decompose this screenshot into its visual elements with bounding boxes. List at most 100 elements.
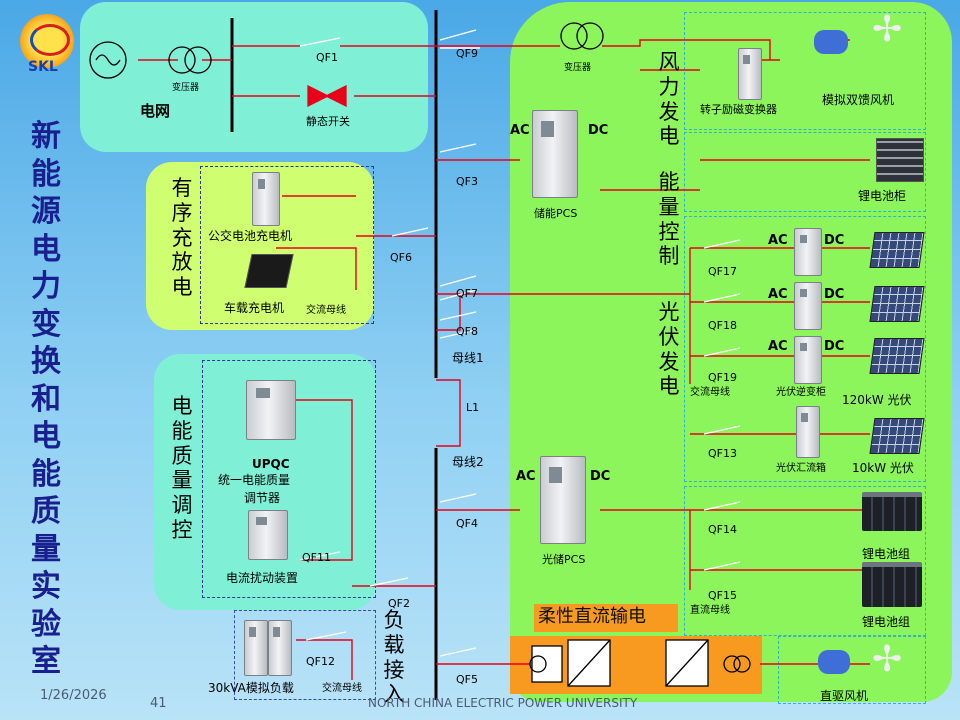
pv-dc-3: DC xyxy=(824,339,845,354)
battery1-label: 锂电池组 xyxy=(862,547,911,561)
battery-cabinet-image xyxy=(876,138,924,182)
wind-turbine-icon: ✢ xyxy=(872,9,903,50)
pv-label: 光伏发电 xyxy=(658,300,680,399)
qf2-label[interactable]: QF2 xyxy=(388,597,410,610)
converter-label: 转子励磁变换器 xyxy=(700,103,777,116)
ev-charger-label: 车载充电机 xyxy=(224,301,285,315)
l1-label: L1 xyxy=(466,401,480,414)
solar-panel-1 xyxy=(869,232,925,268)
disturbance-label: 电流扰动装置 xyxy=(226,571,299,585)
footer-date: 1/26/2026 xyxy=(40,688,107,703)
qf6-label[interactable]: QF6 xyxy=(390,251,412,264)
power-quality-box xyxy=(202,360,376,598)
upqc-image xyxy=(246,380,296,440)
battery2-label: 锂电池组 xyxy=(862,615,911,629)
ev-charger-image xyxy=(244,254,294,288)
qf1-label[interactable]: QF1 xyxy=(316,51,338,64)
battery-cabinet-label: 锂电池柜 xyxy=(858,189,907,203)
qf13-label[interactable]: QF13 xyxy=(708,447,737,460)
pv-storage-pcs-label: 光储PCS xyxy=(542,553,586,566)
wind-label: 风力发电 xyxy=(658,50,680,149)
load-label: 负载接入 xyxy=(383,608,405,707)
direct-drive-label: 直驱风机 xyxy=(820,689,869,703)
converter-image xyxy=(738,48,762,100)
storage-label: 能量控制 xyxy=(658,170,680,269)
qf5-label[interactable]: QF5 xyxy=(456,673,478,686)
grid-label: 电网 xyxy=(140,102,171,120)
battery-cabinet-box xyxy=(684,132,926,212)
dummy-load-image xyxy=(244,620,268,676)
ordered-charge-ac-bus: 交流母线 xyxy=(306,305,346,316)
power-quality-label: 电能质量调控 xyxy=(171,394,193,542)
pv-box xyxy=(684,216,926,482)
qf17-label[interactable]: QF17 xyxy=(708,265,737,278)
bus-charger-label: 公交电池充电机 xyxy=(208,229,293,243)
disturbance-image xyxy=(248,510,288,560)
qf7-label[interactable]: QF7 xyxy=(456,287,478,300)
direct-drive-box xyxy=(778,636,926,704)
pv-storage-pcs-image xyxy=(540,456,586,544)
pvs-ac: AC xyxy=(516,469,536,484)
page-title: 新能源电力变换和电能质量实验室 xyxy=(31,119,61,679)
storage-ac: AC xyxy=(510,123,530,138)
qf19-label[interactable]: QF19 xyxy=(708,371,737,384)
storage-pcs-image xyxy=(532,110,578,198)
direct-drive-turbine-icon: ✢ xyxy=(872,639,903,680)
inverter-image-3 xyxy=(794,336,822,384)
qf11-label[interactable]: QF11 xyxy=(302,551,331,564)
battery-pack-image-1 xyxy=(862,492,922,531)
flex-dc-label: 柔性直流输电 xyxy=(538,606,646,627)
bus2-label: 母线2 xyxy=(452,455,484,469)
inverter-label: 光伏逆变柜 xyxy=(776,387,826,398)
ordered-charge-label: 有序充放电 xyxy=(171,176,193,300)
bus-charger-image xyxy=(252,172,280,226)
upqc-label: UPQC xyxy=(252,457,290,471)
qf15-label[interactable]: QF15 xyxy=(708,589,737,602)
footer-page: 41 xyxy=(150,696,167,711)
pv-ac-1: AC xyxy=(768,233,788,248)
dummy-load-label: 30kVA模拟负载 xyxy=(208,681,294,695)
pv120-label: 120kW 光伏 xyxy=(842,393,912,407)
battery-pack-image-2 xyxy=(862,562,922,607)
grid-transformer-label: 变压器 xyxy=(172,83,200,93)
logo: SKL xyxy=(14,10,78,82)
wind-box xyxy=(684,12,926,130)
combiner-image xyxy=(796,406,820,458)
pv-dc-1: DC xyxy=(824,233,845,248)
dfig-motor-icon xyxy=(814,30,848,54)
logo-text: SKL xyxy=(28,59,58,75)
flex-dc-label-bg xyxy=(534,604,678,632)
qf12-label[interactable]: QF12 xyxy=(306,655,335,668)
upqc-desc1: 统一电能质量 xyxy=(218,473,291,487)
direct-drive-motor-icon xyxy=(818,650,850,674)
storage-pcs-label: 储能PCS xyxy=(534,207,578,220)
qf8-label[interactable]: QF8 xyxy=(456,325,478,338)
upqc-desc2: 调节器 xyxy=(244,491,281,505)
qf14-label[interactable]: QF14 xyxy=(708,523,737,536)
battery-box xyxy=(684,486,926,636)
qf4-label[interactable]: QF4 xyxy=(456,517,478,530)
inverter-image-2 xyxy=(794,282,822,330)
pv-ac-3: AC xyxy=(768,339,788,354)
qf18-label[interactable]: QF18 xyxy=(708,319,737,332)
load-box xyxy=(234,610,376,700)
qf9-label[interactable]: QF9 xyxy=(456,47,478,60)
load-ac-bus: 交流母线 xyxy=(322,683,362,694)
bus1-label: 母线1 xyxy=(452,351,484,365)
dc-bus-label: 直流母线 xyxy=(690,605,730,616)
storage-dc: DC xyxy=(588,123,609,138)
qf3-label[interactable]: QF3 xyxy=(456,175,478,188)
grid-panel xyxy=(80,2,428,152)
dummy-load-image-2 xyxy=(268,620,292,676)
pv-ac-2: AC xyxy=(768,287,788,302)
pv-ac-bus: 交流母线 xyxy=(690,387,730,398)
solar-panel-4 xyxy=(869,418,925,454)
solar-panel-3 xyxy=(869,338,925,374)
footer-org: NORTH CHINA ELECTRIC POWER UNIVERSITY xyxy=(368,696,638,710)
ordered-charge-box xyxy=(200,166,374,324)
pvs-dc: DC xyxy=(590,469,611,484)
combiner-label: 光伏汇流箱 xyxy=(776,463,826,474)
pv10-label: 10kW 光伏 xyxy=(852,461,914,475)
logo-emblem-icon xyxy=(30,24,70,56)
inverter-image-1 xyxy=(794,228,822,276)
